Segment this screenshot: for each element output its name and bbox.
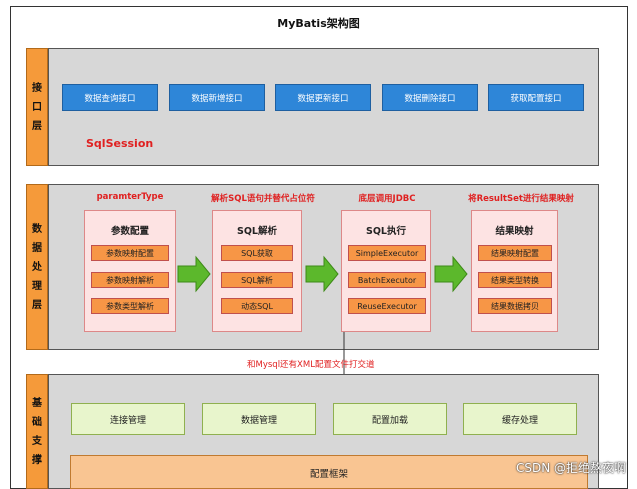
side-char: 理: [32, 280, 42, 292]
result-item: 结果映射配置: [478, 245, 552, 261]
insert-interface-box: 数据新增接口: [169, 84, 265, 111]
param-config-box: 参数配置 参数映射配置 参数映射解析 参数类型解析: [84, 210, 176, 332]
query-interface-box: 数据查询接口: [62, 84, 158, 111]
param-config-title: 参数配置: [110, 226, 149, 237]
result-item: 结果类型转换: [478, 272, 552, 288]
jdbc-note: 和Mysql还有XML配置文件打交道: [247, 360, 375, 370]
result-map-box: 结果映射 结果映射配置 结果类型转换 结果数据拷贝: [471, 210, 558, 332]
side-char: 处: [32, 261, 42, 273]
config-load-box: 配置加载: [333, 403, 447, 435]
param-item: 参数类型解析: [91, 298, 169, 314]
result-map-column-label: 将ResultSet进行结果映射: [468, 194, 574, 204]
sql-parse-item: SQL解析: [221, 272, 293, 288]
param-item: 参数映射解析: [91, 272, 169, 288]
sql-exec-box: SQL执行 SimpleExecutor BatchExecutor Reuse…: [341, 210, 431, 332]
side-char: 层: [32, 299, 42, 311]
flow-arrow-icon: [434, 255, 468, 293]
processing-layer-label: 数 据 处 理 层: [26, 184, 48, 350]
sql-parse-item: SQL获取: [221, 245, 293, 261]
delete-interface-box: 数据删除接口: [382, 84, 478, 111]
diagram-title: MyBatis架构图: [277, 17, 360, 30]
config-interface-box: 获取配置接口: [488, 84, 584, 111]
interface-layer-label: 接 口 层: [26, 48, 48, 166]
sqlsession-label: SqlSession: [86, 137, 154, 150]
param-column-label: paramterType: [96, 192, 164, 202]
cache-box: 缓存处理: [463, 403, 577, 435]
side-char: 基: [32, 397, 42, 409]
support-layer-label: 基 础 支 撑: [26, 374, 48, 489]
side-char: 接: [32, 82, 42, 94]
side-char: 层: [32, 120, 42, 132]
executor-item: BatchExecutor: [348, 272, 426, 288]
sql-parse-title: SQL解析: [237, 226, 277, 237]
flow-arrow-icon: [177, 255, 211, 293]
sql-exec-column-label: 底层调用JDBC: [358, 194, 416, 204]
result-map-title: 结果映射: [495, 226, 534, 237]
update-interface-box: 数据更新接口: [275, 84, 371, 111]
sql-exec-title: SQL执行: [366, 226, 406, 237]
watermark: CSDN @拒绝熬夜啊: [515, 461, 626, 475]
executor-item: ReuseExecutor: [348, 298, 426, 314]
param-item: 参数映射配置: [91, 245, 169, 261]
side-char: 口: [32, 101, 42, 113]
sql-parse-item: 动态SQL: [221, 298, 293, 314]
data-mgmt-box: 数据管理: [202, 403, 316, 435]
connection-mgmt-box: 连接管理: [71, 403, 185, 435]
sql-parse-box: SQL解析 SQL获取 SQL解析 动态SQL: [212, 210, 302, 332]
side-char: 撑: [32, 454, 42, 466]
result-item: 结果数据拷贝: [478, 298, 552, 314]
executor-item: SimpleExecutor: [348, 245, 426, 261]
sql-parse-column-label: 解析SQL语句并替代占位符: [211, 194, 315, 204]
side-char: 数: [32, 223, 42, 235]
config-framework-bar: 配置框架: [70, 455, 588, 489]
flow-arrow-icon: [305, 255, 339, 293]
side-char: 支: [32, 435, 42, 447]
side-char: 据: [32, 242, 42, 254]
side-char: 础: [32, 416, 42, 428]
